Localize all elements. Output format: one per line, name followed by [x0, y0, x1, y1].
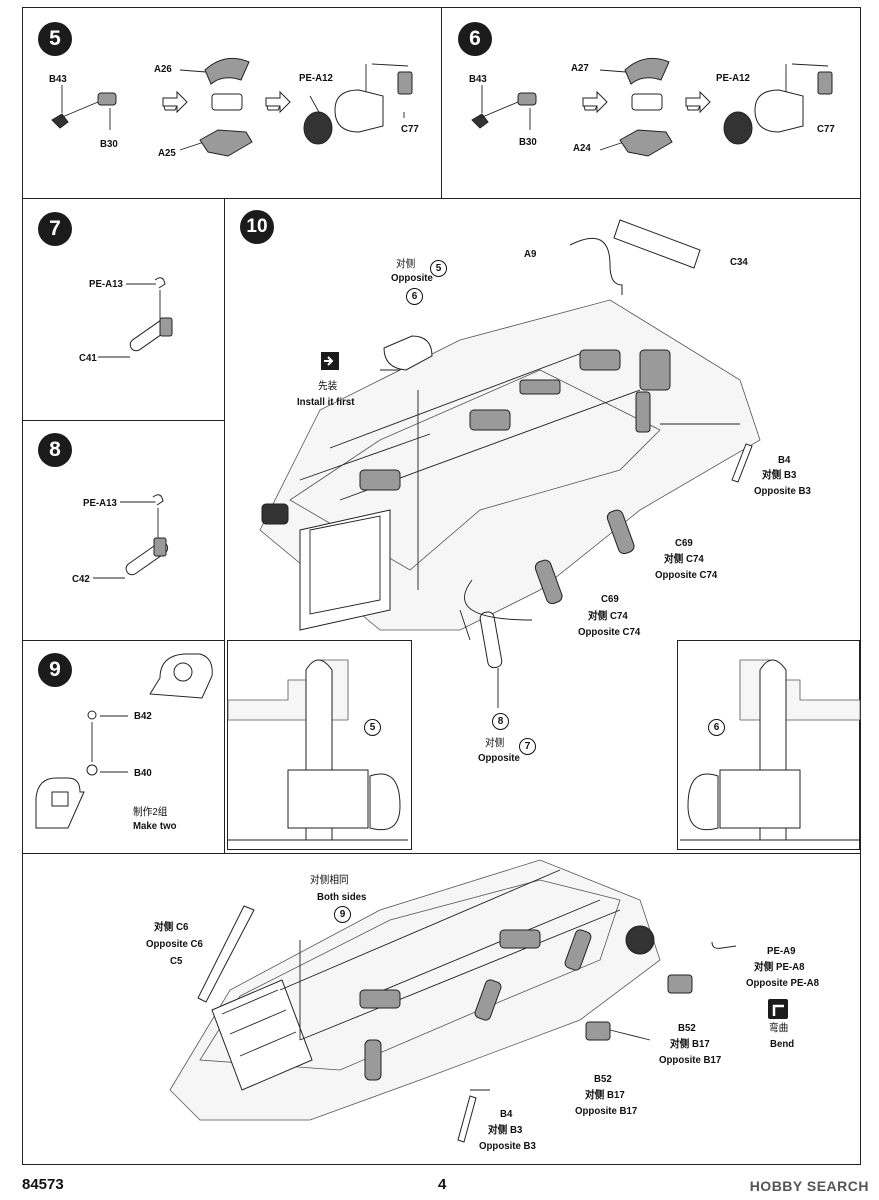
part-label-b40: B40: [134, 767, 152, 779]
part-label-pe-a12: PE-A12: [299, 72, 333, 84]
part-label-c69: C69: [675, 537, 693, 549]
bottom-drawing: [169, 859, 737, 1143]
detail-left-drawing: [227, 659, 408, 841]
opposite-pe-a8-cn: 对侧 PE-A8: [754, 961, 805, 973]
step7-drawing: [98, 277, 173, 358]
bend-cn: 弯曲: [769, 1022, 789, 1034]
opposite-b17-label: Opposite B17: [575, 1105, 638, 1117]
ref-circle-5: 5: [364, 719, 381, 736]
opposite-b17-cn: 对侧 B17: [585, 1089, 625, 1101]
ref-circle-9: 9: [334, 906, 351, 923]
both-sides-label: Both sides: [317, 891, 367, 903]
part-label-b4: B4: [500, 1108, 513, 1120]
ref-circle-5: 5: [430, 260, 447, 277]
install-first-label: Install it first: [297, 396, 355, 408]
part-label-a25: A25: [158, 147, 176, 159]
part-label-a9: A9: [524, 248, 537, 260]
opposite-b3-label: Opposite B3: [754, 485, 811, 497]
opposite-pe-a8-label: Opposite PE-A8: [746, 977, 820, 989]
bend-icon: [768, 999, 788, 1019]
opposite-c74-cn: 对侧 C74: [664, 553, 704, 565]
step9-drawing: [35, 653, 213, 829]
opposite-label: Opposite: [478, 752, 520, 764]
watermark: HOBBY SEARCH: [749, 1178, 869, 1194]
opposite-cn: 对侧: [396, 258, 416, 270]
opposite-b3-label: Opposite B3: [479, 1140, 536, 1152]
part-label-pe-a13: PE-A13: [89, 278, 123, 290]
step8-drawing: [93, 494, 169, 579]
make-two-cn: 制作2组: [133, 806, 168, 818]
step-number-9: 9: [38, 653, 72, 687]
bend-label: Bend: [770, 1038, 795, 1050]
step-number-7: 7: [38, 212, 72, 246]
part-label-b52: B52: [594, 1073, 612, 1085]
part-label-a26: A26: [154, 63, 172, 75]
opposite-label: Opposite: [391, 272, 433, 284]
both-sides-cn: 对侧相同: [310, 874, 349, 886]
page-number: 4: [438, 1176, 447, 1193]
ref-circle-8: 8: [492, 713, 509, 730]
opposite-b17-cn: 对侧 B17: [670, 1038, 710, 1050]
opposite-c6-cn: 对侧 C6: [154, 921, 189, 933]
ref-circle-6: 6: [406, 288, 423, 305]
part-label-b30: B30: [519, 136, 537, 148]
install-first-cn: 先装: [318, 380, 338, 392]
opposite-c74-cn: 对侧 C74: [588, 610, 628, 622]
part-label-c69: C69: [601, 593, 619, 605]
part-label-c77: C77: [817, 123, 835, 135]
step10-drawing: [259, 219, 761, 708]
step-number-5: 5: [38, 22, 72, 56]
part-label-b52: B52: [678, 1022, 696, 1034]
part-label-c41: C41: [79, 352, 97, 364]
ref-circle-7: 7: [519, 738, 536, 755]
detail-right-drawing: [680, 659, 861, 841]
part-label-a24: A24: [573, 142, 591, 154]
step-number-6: 6: [458, 22, 492, 56]
part-label-b30: B30: [100, 138, 118, 150]
part-label-b42: B42: [134, 710, 152, 722]
part-label-c77: C77: [401, 123, 419, 135]
kit-number: 84573: [22, 1176, 64, 1193]
part-label-c5: C5: [170, 955, 183, 967]
opposite-c6-label: Opposite C6: [146, 938, 203, 950]
ref-circle-6: 6: [708, 719, 725, 736]
step-number-8: 8: [38, 433, 72, 467]
opposite-b3-cn: 对侧 B3: [488, 1124, 523, 1136]
part-label-pe-a12: PE-A12: [716, 72, 750, 84]
part-label-pe-a13: PE-A13: [83, 497, 117, 509]
opposite-b17-label: Opposite B17: [659, 1054, 722, 1066]
step-number-10: 10: [240, 210, 274, 244]
opposite-c74-label: Opposite C74: [578, 626, 641, 638]
part-label-a27: A27: [571, 62, 589, 74]
part-label-c34: C34: [730, 256, 748, 268]
part-label-b43: B43: [49, 73, 67, 85]
opposite-c74-label: Opposite C74: [655, 569, 718, 581]
part-label-b43: B43: [469, 73, 487, 85]
part-label-b4: B4: [778, 454, 791, 466]
make-two-label: Make two: [133, 820, 177, 832]
part-label-pe-a9: PE-A9: [767, 945, 796, 957]
opposite-cn: 对侧: [485, 737, 505, 749]
part-label-c42: C42: [72, 573, 90, 585]
opposite-b3-cn: 对侧 B3: [762, 469, 797, 481]
